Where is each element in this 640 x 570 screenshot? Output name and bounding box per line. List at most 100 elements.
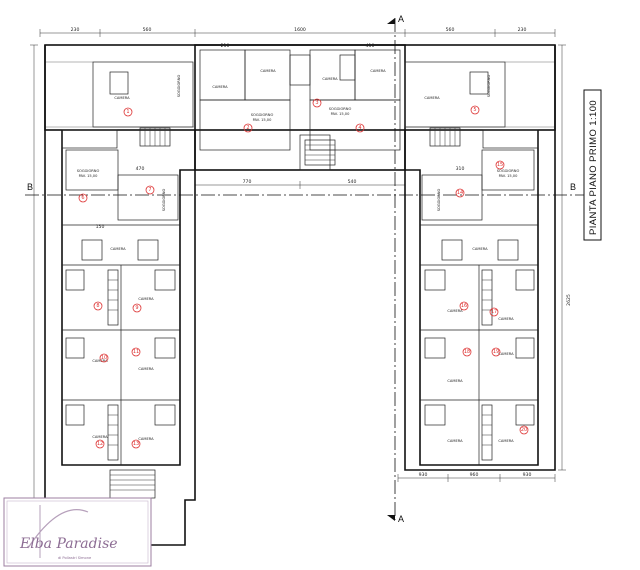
room-label: CAMERA	[138, 367, 154, 371]
svg-text:18: 18	[464, 349, 470, 355]
right-dimension-chain: 2625	[558, 44, 572, 471]
room-marker: 6	[78, 193, 88, 203]
svg-text:9: 9	[135, 305, 138, 311]
dim-right: 2625	[566, 294, 572, 306]
dim-misc: 470	[136, 166, 145, 172]
room-label: SOGGIORNO	[497, 169, 520, 173]
svg-text:19: 19	[493, 349, 499, 355]
svg-text:7: 7	[148, 187, 151, 193]
section-a-top-label: A	[398, 14, 404, 24]
svg-text:3: 3	[315, 100, 318, 106]
room-label: CAMERA	[260, 69, 276, 73]
room-marker: 10	[99, 353, 109, 363]
room-label: CAMERA	[498, 317, 514, 321]
dim-mid-2: 540	[348, 179, 357, 185]
dim-top-5: 230	[518, 27, 527, 33]
room-area: PAV. 15,00	[499, 174, 518, 178]
room-label: CAMERA	[447, 309, 463, 313]
room-label: CAMERA	[472, 247, 488, 251]
room-area: PAV. 15,00	[79, 174, 98, 178]
room-label: CAMERA	[498, 352, 514, 356]
room-label: CAMERA	[370, 69, 386, 73]
room-label: SOGGIORNO	[162, 189, 166, 212]
room-label: SOGGIORNO	[77, 169, 100, 173]
room-marker: 12	[95, 439, 105, 449]
room-marker: 2	[243, 123, 253, 133]
room-label: SOGGIORNO	[177, 75, 181, 98]
room-label: CAMERA	[447, 439, 463, 443]
room-label: CAMERA	[424, 96, 440, 100]
room-marker: 17	[489, 307, 499, 317]
room-label: CAMERA	[110, 247, 126, 251]
left-dimension-chain	[30, 44, 38, 541]
section-b-left-label: B	[27, 182, 33, 192]
room-marker: 18	[462, 347, 472, 357]
section-line-b: B B	[25, 182, 590, 196]
room-marker: 9	[132, 303, 142, 313]
svg-text:17: 17	[491, 309, 497, 315]
room-label: CAMERA	[92, 359, 108, 363]
room-marker: 8	[93, 301, 103, 311]
roof-swoosh-icon	[27, 509, 89, 549]
room-marker: 1	[123, 107, 133, 117]
room-marker: 11	[131, 347, 141, 357]
svg-text:8: 8	[96, 303, 99, 309]
room-label: CAMERA	[322, 77, 338, 81]
dim-top-3: 1600	[294, 27, 306, 33]
room-marker: 13	[131, 439, 141, 449]
dim-top-2: 560	[143, 27, 152, 33]
brand-name: Elba Paradise	[19, 536, 118, 552]
dim-bottom-3: 930	[523, 472, 532, 478]
svg-text:11: 11	[133, 349, 139, 355]
dim-misc: 150	[96, 224, 105, 230]
room-label: CAMERA	[114, 96, 130, 100]
dim-bottom-1: 930	[419, 472, 428, 478]
room-label: CAMERA	[447, 379, 463, 383]
dim-top-4: 560	[446, 27, 455, 33]
room-label: SOGGIORNO	[329, 107, 352, 111]
svg-text:15: 15	[497, 162, 503, 168]
room-label: CAMERA	[138, 437, 154, 441]
room-label: CAMERA	[498, 439, 514, 443]
svg-text:5: 5	[473, 107, 476, 113]
svg-text:12: 12	[97, 441, 103, 447]
dim-top-1: 230	[71, 27, 80, 33]
room-number-markers: 1 2 3 4 5 6 7 8 9 10 11 12 13 14 15 16 1…	[78, 98, 529, 449]
brand-logo: Elba Paradise di Pollastri Simone	[3, 497, 152, 567]
room-label: CAMERA	[92, 435, 108, 439]
room-marker: 19	[491, 347, 501, 357]
room-label: SOGGIORNO	[437, 189, 441, 212]
svg-text:4: 4	[358, 125, 361, 131]
svg-text:13: 13	[133, 441, 139, 447]
dim-mid-1: 770	[243, 179, 252, 185]
svg-text:16: 16	[461, 303, 467, 309]
section-a-bottom-label: A	[398, 514, 404, 524]
room-marker: 16	[459, 301, 469, 311]
room-marker: 3	[312, 98, 322, 108]
room-marker: 5	[470, 105, 480, 115]
room-marker: 4	[355, 123, 365, 133]
room-marker: 7	[145, 185, 155, 195]
room-label: SOGGIORNO	[487, 75, 491, 98]
courtyard-dimension-chain: 770 540	[194, 179, 406, 189]
room-label: SOGGIORNO	[251, 113, 274, 117]
room-area: PAV. 15,00	[253, 118, 272, 122]
svg-text:10: 10	[101, 355, 107, 361]
svg-text:20: 20	[521, 427, 527, 433]
room-marker: 15	[495, 160, 505, 170]
brand-subtitle: di Pollastri Simone	[58, 556, 92, 560]
dim-bottom-2: 960	[470, 472, 479, 478]
room-area: PAV. 15,00	[331, 112, 350, 116]
section-b-right-label: B	[570, 182, 576, 192]
room-label: CAMERA	[212, 85, 228, 89]
svg-text:1: 1	[126, 109, 129, 115]
room-marker: 14	[455, 188, 465, 198]
svg-text:2: 2	[246, 125, 249, 131]
section-line-a: A A	[387, 14, 404, 524]
top-dimension-chain: 230 560 1600 560 230	[39, 27, 556, 37]
dim-misc: 410	[366, 43, 375, 49]
svg-text:6: 6	[81, 195, 84, 201]
dim-misc: 310	[456, 166, 465, 172]
east-wing: SOGGIORNO PAV. 15,00 SOGGIORNO CAMERA CA…	[404, 45, 556, 471]
